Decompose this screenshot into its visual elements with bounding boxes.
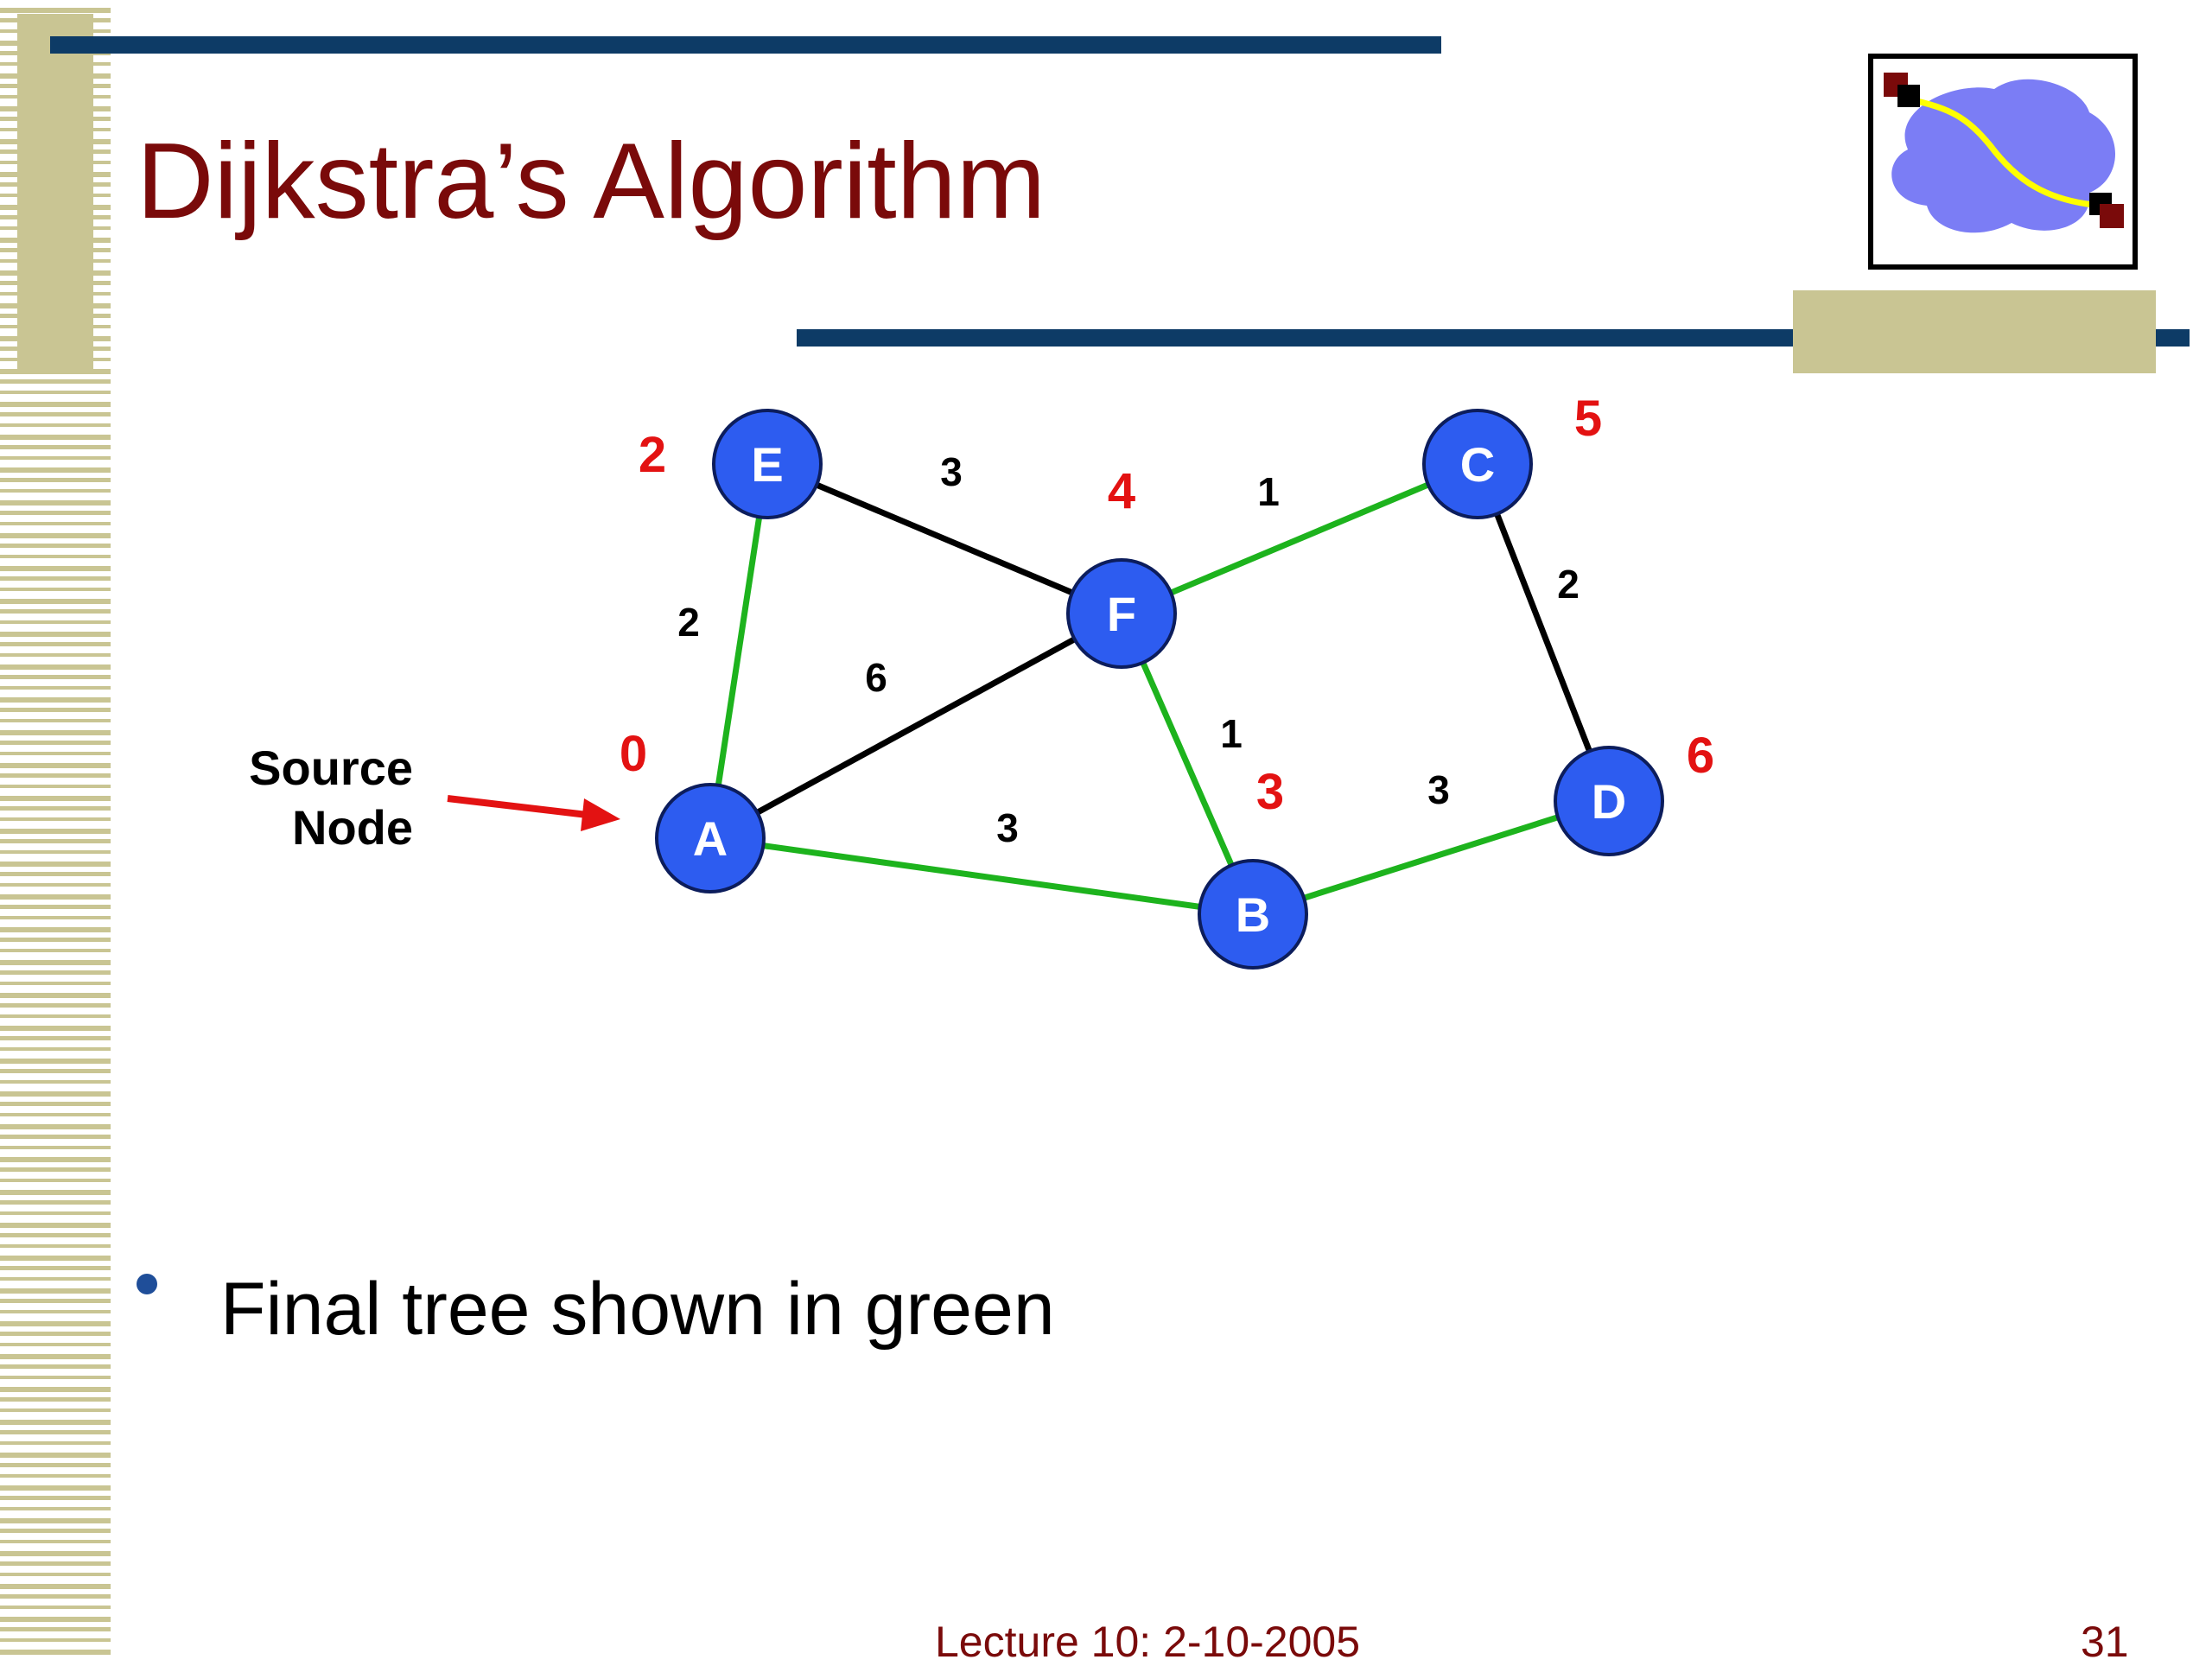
node-label-f: F — [1107, 587, 1136, 641]
node-distance-d: 6 — [1687, 728, 1714, 784]
bullet-icon — [137, 1274, 157, 1294]
edge-c-d — [1474, 462, 1612, 803]
node-distance-a: 0 — [620, 726, 647, 782]
node-f: F — [1066, 558, 1177, 669]
edge-e-f — [766, 461, 1123, 617]
node-label-a: A — [693, 811, 728, 866]
node-label-c: C — [1460, 437, 1495, 492]
shortest-path-logo-icon — [1868, 54, 2138, 270]
node-b: B — [1198, 859, 1308, 970]
edge-weight-a-e: 2 — [677, 600, 700, 645]
node-e: E — [712, 409, 823, 519]
node-circle-a — [655, 783, 766, 893]
edge-weight-f-b: 1 — [1220, 711, 1243, 756]
source-label-line2: Node — [292, 800, 413, 855]
decorative-stripe-block — [17, 14, 93, 372]
node-d: D — [1554, 746, 1664, 856]
node-circle-d — [1554, 746, 1664, 856]
edge-weight-e-f: 3 — [940, 449, 963, 494]
node-distance-e: 2 — [639, 427, 666, 483]
source-label-line1: Source — [249, 741, 413, 795]
node-circle-c — [1422, 409, 1533, 519]
node-label-e: E — [751, 437, 783, 492]
footer-page-number: 31 — [2081, 1618, 2129, 1666]
node-distance-f: 4 — [1108, 463, 1135, 519]
edge-a-e — [707, 463, 771, 839]
source-arrow-head — [581, 798, 620, 831]
edge-f-c — [1120, 461, 1479, 617]
top-rule — [50, 36, 1441, 54]
edge-a-f — [709, 610, 1123, 842]
edge-b-d — [1251, 798, 1611, 918]
source-arrow-shaft — [447, 795, 595, 819]
edge-weight-a-b: 3 — [996, 805, 1019, 850]
node-a: A — [655, 783, 766, 893]
accent-block — [1793, 290, 2156, 373]
edge-a-b — [709, 835, 1254, 918]
slide-title: Dijkstra’s Algorithm — [137, 122, 1046, 241]
edge-weight-c-d: 2 — [1557, 562, 1580, 607]
node-label-b: B — [1236, 887, 1270, 942]
node-c: C — [1422, 409, 1533, 519]
edge-weight-f-c: 1 — [1257, 469, 1280, 514]
edge-weight-b-d: 3 — [1427, 767, 1450, 812]
node-circle-e — [712, 409, 823, 519]
node-distance-c: 5 — [1574, 391, 1602, 447]
bullet-text: Final tree shown in green — [220, 1268, 1055, 1351]
node-circle-f — [1066, 558, 1177, 669]
edge-weight-a-f: 6 — [865, 655, 887, 700]
node-distance-b: 3 — [1256, 764, 1284, 820]
node-label-d: D — [1592, 774, 1626, 829]
node-circle-b — [1198, 859, 1308, 970]
footer-lecture: Lecture 10: 2-10-2005 — [935, 1618, 1361, 1666]
